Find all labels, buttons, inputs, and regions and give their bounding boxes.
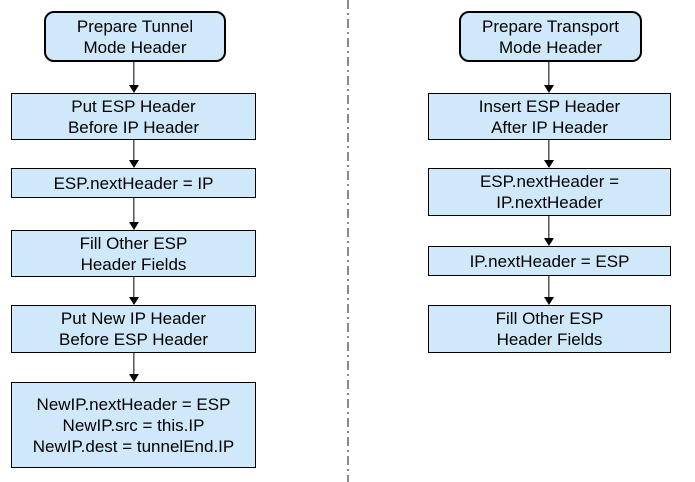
- flow-node-esp-nextheader-ip-nextheader: ESP.nextHeader = IP.nextHeader: [428, 168, 671, 216]
- flow-node-put-new-ip-header: Put New IP Header Before ESP Header: [11, 305, 256, 353]
- flow-node-fill-other-esp-fields: Fill Other ESP Header Fields: [11, 230, 256, 277]
- flow-node-put-esp-header: Put ESP Header Before IP Header: [11, 93, 256, 140]
- flow-node-esp-nextheader-ip: ESP.nextHeader = IP: [11, 168, 256, 198]
- flow-arrow-down-icon: [128, 353, 140, 382]
- flow-node-insert-esp-header: Insert ESP Header After IP Header: [428, 93, 671, 140]
- flow-arrow-down-icon: [543, 276, 555, 305]
- flow-arrow-down-icon: [128, 198, 140, 230]
- flow-arrow-down-icon: [128, 62, 140, 93]
- flow-node-ip-nextheader-esp: IP.nextHeader = ESP: [428, 246, 671, 276]
- flow-node-newip-assignments: NewIP.nextHeader = ESP NewIP.src = this.…: [11, 382, 256, 468]
- flow-arrow-down-icon: [128, 277, 140, 305]
- flow-node-fill-other-esp-fields-transport: Fill Other ESP Header Fields: [428, 305, 671, 353]
- flow-node-prepare-transport-header: Prepare Transport Mode Header: [459, 11, 642, 62]
- flow-arrow-down-icon: [543, 216, 555, 246]
- flow-arrow-down-icon: [543, 62, 555, 93]
- flow-node-prepare-tunnel-header: Prepare Tunnel Mode Header: [44, 11, 226, 62]
- flow-arrow-down-icon: [128, 140, 140, 168]
- flow-arrow-down-icon: [543, 140, 555, 168]
